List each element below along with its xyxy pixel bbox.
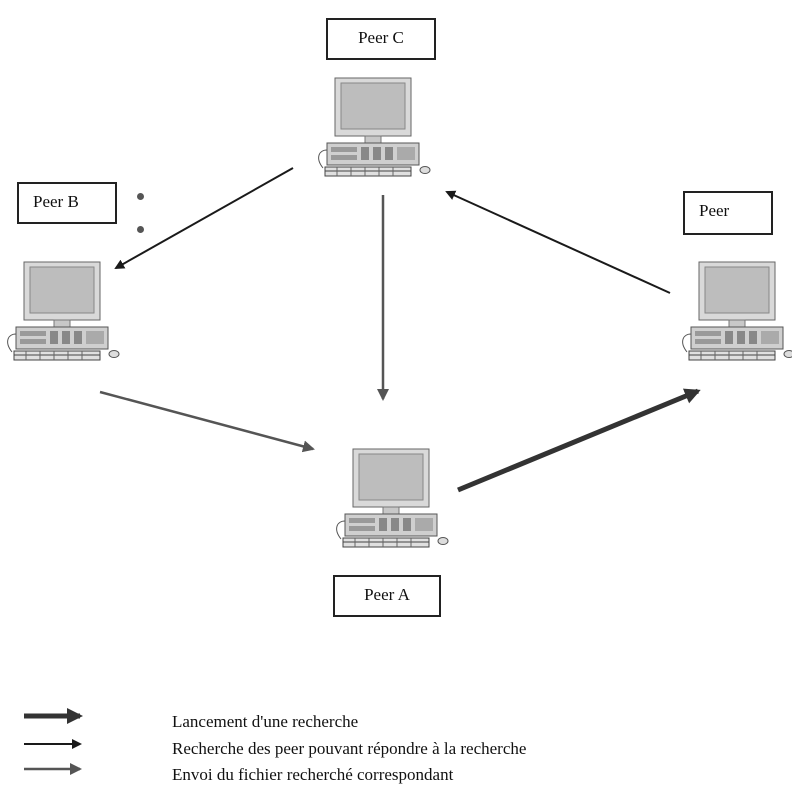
peer-b-label: Peer B <box>17 182 117 224</box>
peer-b-computer-icon <box>7 261 120 361</box>
legend-launch-search: Lancement d'une recherche <box>172 712 359 731</box>
peer-a-label: Peer A <box>333 575 441 617</box>
arrow-c-to-b <box>114 167 294 269</box>
peer-d-computer-icon <box>682 261 792 361</box>
legend-send-file: Envoi du fichier recherché correspondant <box>172 765 454 784</box>
arrow-a-to-d <box>457 388 701 493</box>
arrow-d-to-c <box>445 190 671 294</box>
peer-c-label: Peer C <box>326 18 436 60</box>
peer-c-computer-icon <box>318 77 431 177</box>
ellipsis-dot <box>137 226 144 233</box>
peer-d-label: Peer <box>683 191 773 235</box>
ellipsis-dot <box>137 193 144 200</box>
legend-search-peers: Recherche des peer pouvant répondre à la… <box>172 739 527 758</box>
peer-a-computer-icon <box>336 448 449 548</box>
arrow-b-to-a <box>99 390 315 453</box>
